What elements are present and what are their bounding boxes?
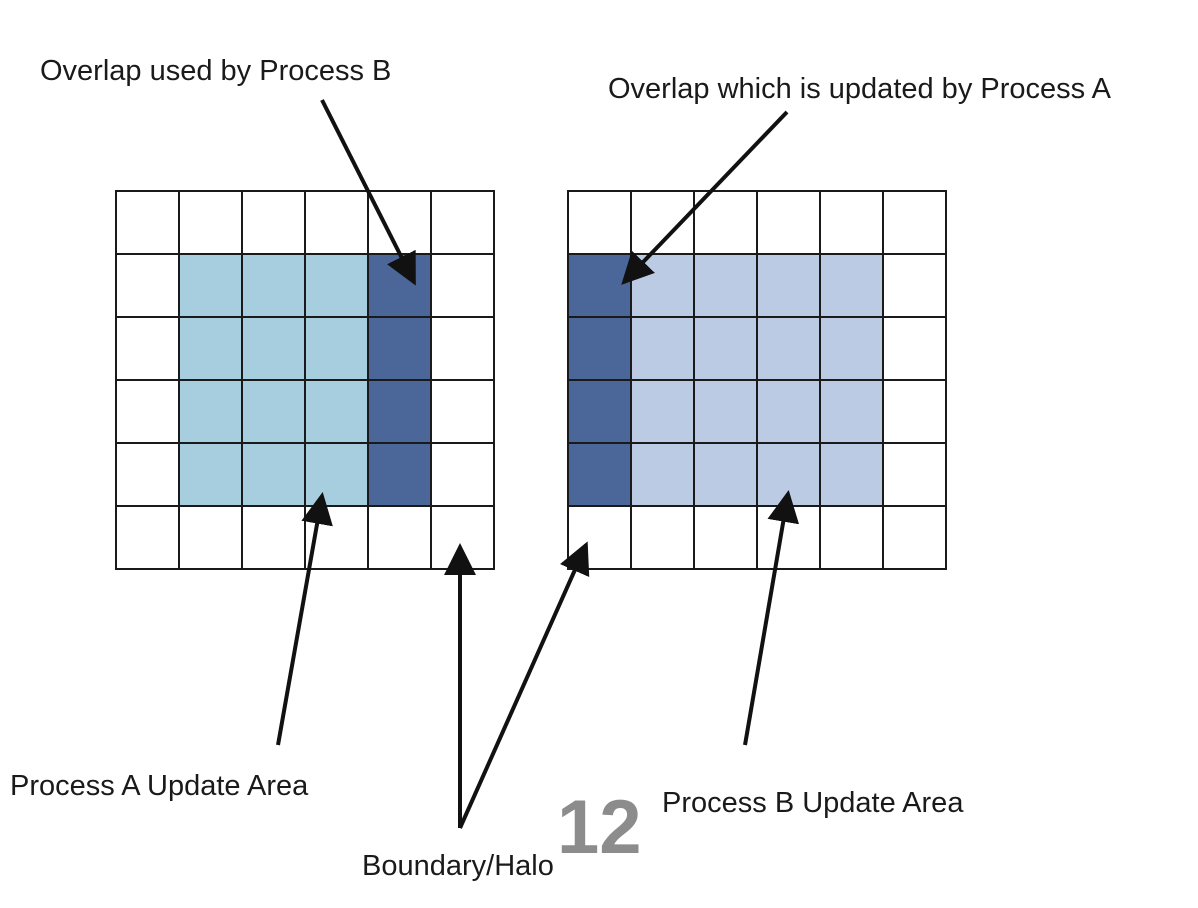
overlap-cell [567, 316, 632, 381]
halo-cell [567, 190, 632, 255]
halo-cell [819, 190, 884, 255]
process-b-cell [819, 253, 884, 318]
process-b-cell [756, 316, 821, 381]
halo-cell [304, 190, 369, 255]
process-b-grid [567, 190, 947, 570]
arrow-overlap-b [320, 99, 416, 286]
process-a-cell [304, 253, 369, 318]
halo-cell [115, 316, 180, 381]
arrow-process-a-area [276, 492, 333, 746]
halo-cell [756, 190, 821, 255]
overlap-cell [567, 253, 632, 318]
overlap-cell [367, 253, 432, 318]
process-a-grid [115, 190, 495, 570]
halo-cell [241, 190, 306, 255]
process-a-cell [241, 442, 306, 507]
page-number: 12 [557, 785, 642, 870]
overlap-cell [567, 442, 632, 507]
process-b-cell [693, 316, 758, 381]
process-a-cell [178, 442, 243, 507]
arrow-process-b-area [743, 490, 800, 746]
halo-cell [882, 442, 947, 507]
process-a-cell [178, 253, 243, 318]
halo-cell [693, 505, 758, 570]
overlap-cell [367, 379, 432, 444]
annotation-arrows [276, 99, 800, 829]
halo-cell [882, 316, 947, 381]
process-b-cell [693, 442, 758, 507]
halo-cell [430, 253, 495, 318]
halo-cell [430, 190, 495, 255]
halo-cell [115, 190, 180, 255]
halo-cell [819, 505, 884, 570]
halo-cell [115, 442, 180, 507]
overlap-cell [567, 379, 632, 444]
process-a-cell [304, 442, 369, 507]
process-a-cell [304, 379, 369, 444]
halo-cell [882, 253, 947, 318]
process-a-cell [178, 379, 243, 444]
process-b-cell [819, 316, 884, 381]
label-process-b-update-area: Process B Update Area [662, 787, 964, 819]
halo-cell [430, 505, 495, 570]
process-b-cell [819, 442, 884, 507]
halo-cell [430, 379, 495, 444]
label-overlap-used-by-b: Overlap used by Process B [40, 55, 391, 87]
process-b-cell [630, 316, 695, 381]
label-process-a-update-area: Process A Update Area [10, 770, 309, 802]
halo-cell [367, 505, 432, 570]
arrow-overlap-a [621, 110, 789, 285]
process-b-cell [756, 253, 821, 318]
process-a-cell [178, 316, 243, 381]
label-overlap-updated-by-a: Overlap which is updated by Process A [608, 73, 1112, 105]
halo-cell [882, 190, 947, 255]
process-b-cell [756, 379, 821, 444]
process-a-cell [241, 253, 306, 318]
process-b-cell [630, 379, 695, 444]
process-b-cell [819, 379, 884, 444]
halo-cell [115, 379, 180, 444]
process-a-cell [241, 316, 306, 381]
overlap-cell [367, 442, 432, 507]
halo-cell [882, 505, 947, 570]
halo-cell [178, 505, 243, 570]
process-a-cell [304, 316, 369, 381]
halo-cell [115, 253, 180, 318]
process-b-cell [693, 379, 758, 444]
halo-cell [115, 505, 180, 570]
halo-cell [630, 505, 695, 570]
halo-cell [882, 379, 947, 444]
halo-cell [241, 505, 306, 570]
process-a-cell [241, 379, 306, 444]
arrow-halo-right [458, 541, 590, 829]
halo-cell [430, 442, 495, 507]
halo-cell [367, 190, 432, 255]
halo-cell [178, 190, 243, 255]
halo-cell [430, 316, 495, 381]
halo-cell [756, 505, 821, 570]
label-boundary-halo: Boundary/Halo [362, 850, 554, 882]
process-b-cell [693, 253, 758, 318]
overlap-cell [367, 316, 432, 381]
process-b-cell [630, 442, 695, 507]
